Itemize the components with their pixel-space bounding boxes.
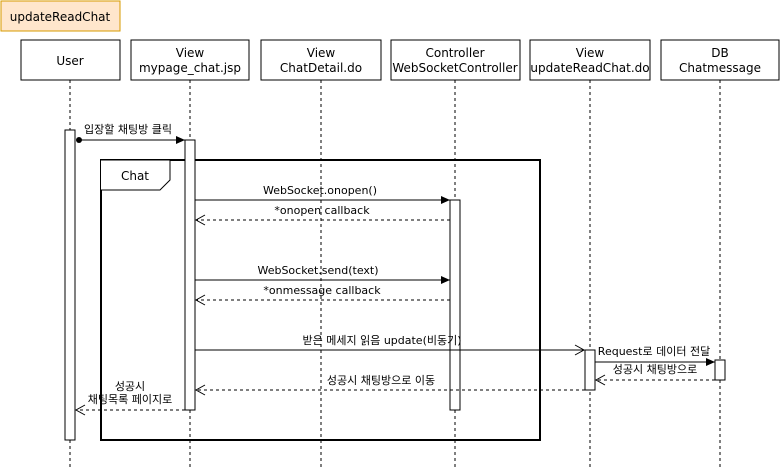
message-onmessage-callback: *onmessage callback [194, 284, 450, 306]
participant-view-chatdetail-name: ChatDetail.do [280, 61, 362, 75]
participant-db-type: DB [711, 46, 728, 60]
activation-view-updateread [584, 349, 596, 391]
participant-view-updateread-type: View [576, 46, 605, 60]
participant-view-mypage-name: mypage_chat.jsp [139, 61, 241, 75]
participant-view-mypage-type: View [176, 46, 205, 60]
message-update-read-label: 받은 메세지 읽음 update(비동기) [302, 334, 461, 347]
participant-view-chatdetail: View ChatDetail.do [260, 39, 382, 81]
diagram-title-box: updateReadChat [0, 0, 121, 32]
chat-fragment: Chat [100, 159, 541, 441]
message-to-list-label-line2: 채팅목록 페이지로 [88, 393, 172, 406]
message-db-return-label: 성공시 채팅방으로 [613, 363, 697, 376]
activation-controller [449, 199, 461, 411]
message-ws-send: WebSocket.send(text) [195, 264, 450, 284]
diagram-title: updateReadChat [10, 10, 111, 24]
participant-view-updateread-name: updateReadChat.do [530, 61, 649, 75]
activation-user [64, 129, 76, 441]
lifelines [69, 80, 721, 468]
participant-user: User [20, 39, 121, 81]
message-to-list-label-line1: 성공시 [115, 380, 145, 393]
message-to-list: 성공시 채팅목록 페이지로 [74, 380, 185, 416]
message-onopen-callback-label: *onopen callback [274, 204, 370, 217]
participant-controller: Controller WebSocketController [390, 39, 521, 81]
participant-view-chatdetail-type: View [307, 46, 336, 60]
participant-db-name: Chatmessage [679, 61, 761, 75]
activation-db [714, 359, 726, 381]
chat-fragment-label: Chat [121, 169, 149, 183]
message-move-chatroom-label: 성공시 채팅방으로 이동 [327, 374, 435, 387]
message-ws-open: WebSocket.onopen() [195, 184, 450, 204]
message-update-read: 받은 메세지 읽음 update(비동기) [195, 334, 586, 356]
message-request-data-label: Request로 데이터 전달 [598, 345, 710, 358]
participant-view-mypage: View mypage_chat.jsp [130, 39, 250, 81]
message-onopen-callback: *onopen callback [194, 204, 450, 226]
message-db-return: 성공시 채팅방으로 [594, 363, 715, 386]
message-request-data: Request로 데이터 전달 [595, 345, 715, 366]
activation-view-mypage [184, 139, 196, 411]
activations [64, 129, 726, 441]
message-onmessage-callback-label: *onmessage callback [263, 284, 381, 297]
message-enter-room: 입장할 채팅방 클릭 [76, 123, 185, 144]
participant-controller-type: Controller [425, 46, 484, 60]
participant-controller-name: WebSocketController [392, 61, 517, 75]
message-enter-room-label: 입장할 채팅방 클릭 [84, 123, 172, 136]
message-ws-open-label: WebSocket.onopen() [263, 184, 377, 197]
participant-view-updateread: View updateReadChat.do [529, 39, 651, 81]
participant-db: DB Chatmessage [660, 39, 780, 81]
message-ws-send-label: WebSocket.send(text) [257, 264, 378, 277]
message-move-chatroom: 성공시 채팅방으로 이동 [194, 374, 585, 396]
participant-user-label: User [56, 54, 83, 68]
